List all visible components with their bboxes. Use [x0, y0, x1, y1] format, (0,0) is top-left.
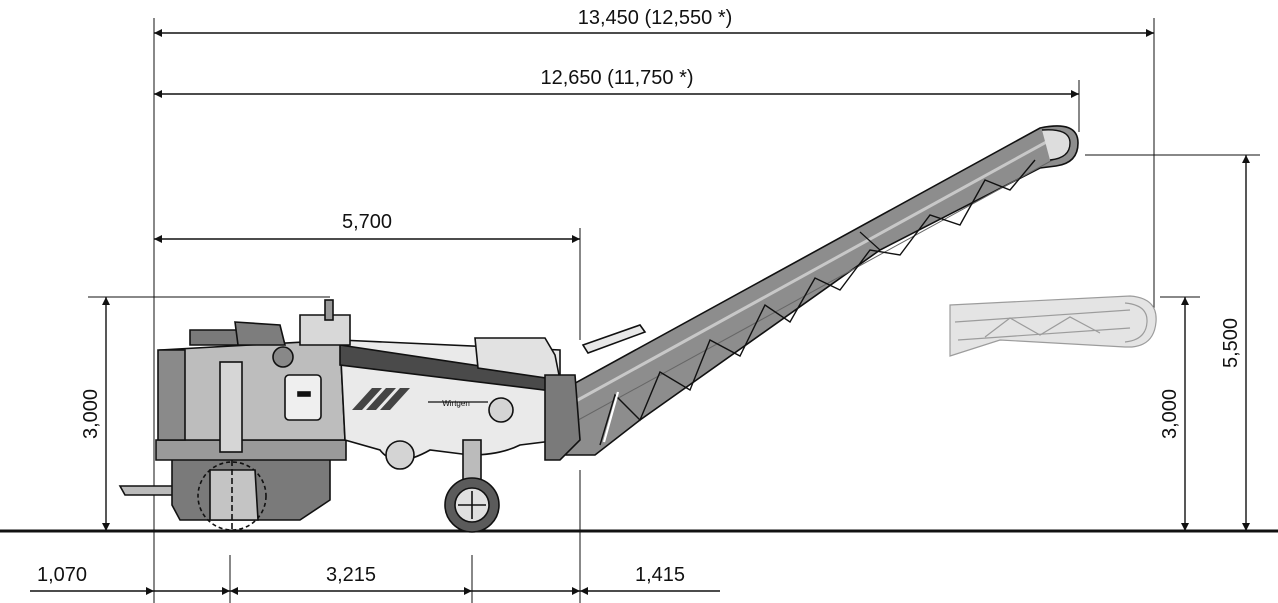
dimension-lines	[30, 29, 1250, 595]
discharge-conveyor	[547, 125, 1079, 456]
label-overall-length: 13,450 (12,550 *)	[578, 7, 733, 29]
label-machine-length: 5,700	[342, 211, 392, 233]
label-wheelbase: 3,215	[326, 564, 376, 586]
milling-machine: Wirtgen	[118, 299, 647, 533]
rear-wheel	[197, 461, 267, 531]
label-conveyor-length: 12,650 (11,750 *)	[540, 67, 693, 89]
extension-lines	[88, 18, 1260, 603]
label-conveyor-lowered: 3,000	[1159, 389, 1181, 439]
label-rear-overhang: 1,415	[635, 564, 685, 586]
label-max-discharge: 5,500	[1220, 318, 1242, 368]
dimension-labels: 13,450 (12,550 *) 12,650 (11,750 *) 5,70…	[37, 7, 1242, 586]
conveyor-lowered-ghost	[949, 295, 1157, 357]
label-height-left: 3,000	[80, 389, 102, 439]
label-front-overhang: 1,070	[37, 564, 87, 586]
brand-logo: Wirtgen	[442, 399, 470, 408]
